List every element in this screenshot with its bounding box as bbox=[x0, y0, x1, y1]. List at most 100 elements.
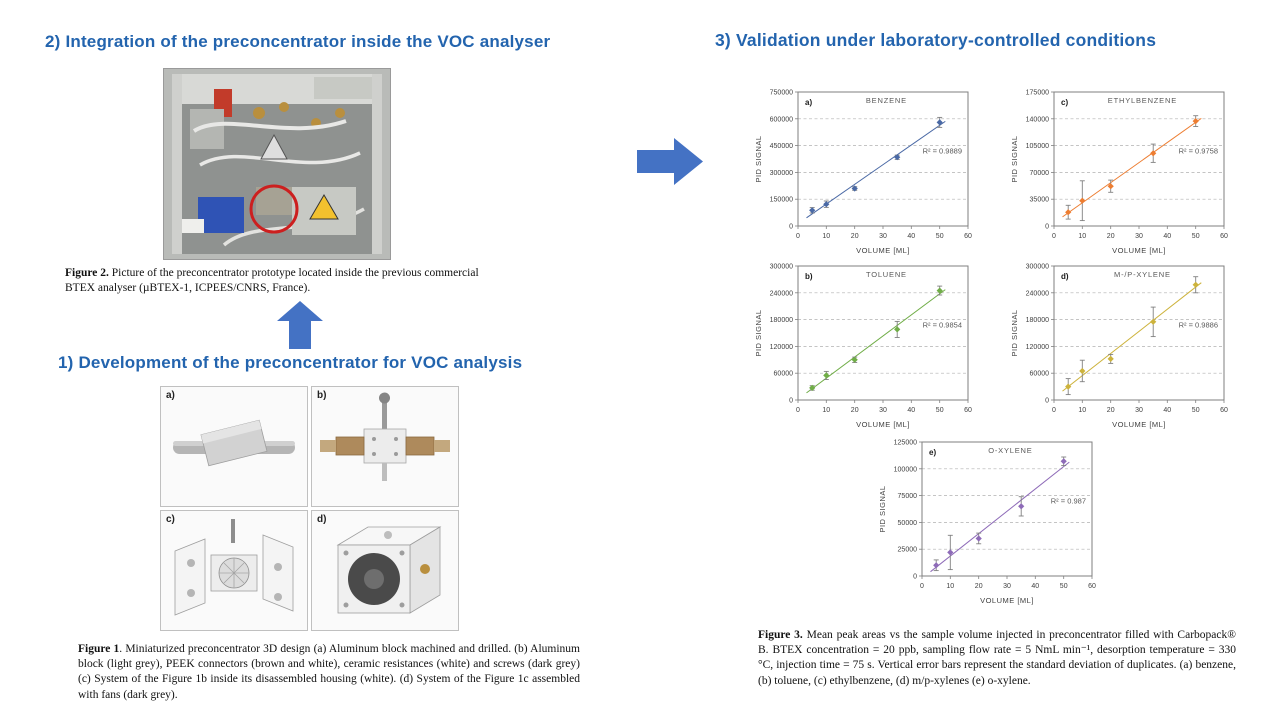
svg-text:PID SIGNAL: PID SIGNAL bbox=[754, 135, 763, 182]
figure1-render: a) b) bbox=[160, 386, 459, 631]
svg-text:25000: 25000 bbox=[898, 547, 918, 554]
disassembled-housing-image bbox=[174, 519, 294, 616]
svg-text:60: 60 bbox=[964, 233, 972, 240]
figure1-panel-c: c) bbox=[160, 510, 308, 631]
figure2-caption-text: Picture of the preconcentrator prototype… bbox=[65, 267, 479, 295]
svg-text:60000: 60000 bbox=[774, 371, 794, 378]
section3-heading: 3) Validation under laboratory-controlle… bbox=[715, 30, 1157, 50]
section2-heading: 2) Integration of the preconcentrator in… bbox=[45, 32, 551, 51]
figure1-caption-label: Figure 1 bbox=[78, 643, 120, 655]
aluminum-block-image bbox=[173, 419, 295, 467]
svg-text:105000: 105000 bbox=[1026, 143, 1049, 150]
section1-heading: 1) Development of the preconcentrator fo… bbox=[58, 353, 523, 372]
svg-text:70000: 70000 bbox=[1030, 170, 1050, 177]
svg-text:40: 40 bbox=[907, 233, 915, 240]
figure3-caption: Figure 3. Mean peak areas vs the sample … bbox=[758, 628, 1236, 689]
svg-text:30: 30 bbox=[1135, 233, 1143, 240]
svg-text:20: 20 bbox=[851, 407, 859, 414]
svg-text:30: 30 bbox=[879, 233, 887, 240]
svg-text:75000: 75000 bbox=[898, 493, 918, 500]
svg-text:PID SIGNAL: PID SIGNAL bbox=[878, 485, 887, 532]
svg-text:10: 10 bbox=[822, 407, 830, 414]
svg-text:60: 60 bbox=[1220, 233, 1228, 240]
figure1-panel-a-label: a) bbox=[166, 390, 175, 401]
svg-text:VOLUME [ML]: VOLUME [ML] bbox=[856, 420, 910, 429]
svg-text:50: 50 bbox=[1060, 583, 1068, 590]
svg-text:b): b) bbox=[805, 272, 813, 281]
figure1-panel-a: a) bbox=[160, 386, 308, 507]
svg-text:50: 50 bbox=[1192, 233, 1200, 240]
svg-text:20: 20 bbox=[1107, 407, 1115, 414]
svg-text:30: 30 bbox=[879, 407, 887, 414]
svg-text:60: 60 bbox=[1088, 583, 1096, 590]
svg-text:50: 50 bbox=[936, 233, 944, 240]
svg-text:30: 30 bbox=[1135, 407, 1143, 414]
svg-text:VOLUME [ML]: VOLUME [ML] bbox=[980, 596, 1034, 605]
svg-text:ETHYLBENZENE: ETHYLBENZENE bbox=[1108, 96, 1177, 105]
svg-text:60000: 60000 bbox=[1030, 371, 1050, 378]
figure1-panel-d-label: d) bbox=[317, 514, 327, 525]
svg-text:R² = 0.9854: R² = 0.9854 bbox=[923, 321, 962, 330]
svg-text:300000: 300000 bbox=[770, 264, 793, 271]
svg-text:240000: 240000 bbox=[770, 290, 793, 297]
svg-text:M-/P-XYLENE: M-/P-XYLENE bbox=[1114, 270, 1171, 279]
figure1-panel-d: d) bbox=[311, 510, 459, 631]
figure2-caption: Figure 2. Picture of the preconcentrator… bbox=[65, 266, 493, 296]
svg-text:VOLUME [ML]: VOLUME [ML] bbox=[1112, 246, 1166, 255]
svg-text:0: 0 bbox=[796, 407, 800, 414]
svg-text:BENZENE: BENZENE bbox=[866, 96, 907, 105]
svg-text:180000: 180000 bbox=[1026, 317, 1049, 324]
svg-text:10: 10 bbox=[946, 583, 954, 590]
svg-text:PID SIGNAL: PID SIGNAL bbox=[754, 309, 763, 356]
svg-text:0: 0 bbox=[789, 398, 793, 405]
figure2-caption-label: Figure 2. bbox=[65, 267, 109, 279]
svg-text:0: 0 bbox=[920, 583, 924, 590]
svg-text:35000: 35000 bbox=[1030, 197, 1050, 204]
figure1-caption-text: . Miniaturized preconcentrator 3D design… bbox=[78, 643, 580, 701]
svg-text:R² = 0.9889: R² = 0.9889 bbox=[923, 147, 962, 156]
svg-text:e): e) bbox=[929, 448, 936, 457]
svg-text:750000: 750000 bbox=[770, 90, 793, 97]
svg-text:R² = 0.987: R² = 0.987 bbox=[1051, 497, 1086, 506]
svg-text:PID SIGNAL: PID SIGNAL bbox=[1010, 309, 1019, 356]
svg-text:0: 0 bbox=[1052, 233, 1056, 240]
svg-text:0: 0 bbox=[1045, 224, 1049, 231]
svg-text:50: 50 bbox=[1192, 407, 1200, 414]
svg-text:60: 60 bbox=[964, 407, 972, 414]
svg-text:d): d) bbox=[1061, 272, 1069, 281]
svg-text:300000: 300000 bbox=[770, 170, 793, 177]
figure3-caption-label: Figure 3. bbox=[758, 629, 803, 641]
svg-text:R² = 0.9886: R² = 0.9886 bbox=[1179, 321, 1218, 330]
figure1-panel-c-label: c) bbox=[166, 514, 175, 525]
svg-text:0: 0 bbox=[789, 224, 793, 231]
svg-text:120000: 120000 bbox=[1026, 344, 1049, 351]
svg-text:PID SIGNAL: PID SIGNAL bbox=[1010, 135, 1019, 182]
svg-text:50: 50 bbox=[936, 407, 944, 414]
svg-text:VOLUME [ML]: VOLUME [ML] bbox=[856, 246, 910, 255]
figure3-caption-text: Mean peak areas vs the sample volume inj… bbox=[758, 629, 1236, 687]
svg-text:0: 0 bbox=[796, 233, 800, 240]
svg-text:0: 0 bbox=[913, 574, 917, 581]
svg-text:40: 40 bbox=[1031, 583, 1039, 590]
svg-text:R² = 0.9758: R² = 0.9758 bbox=[1179, 147, 1218, 156]
figure1-panel-b-label: b) bbox=[317, 390, 327, 401]
svg-text:180000: 180000 bbox=[770, 317, 793, 324]
figure1-panel-b: b) bbox=[311, 386, 459, 507]
svg-text:30: 30 bbox=[1003, 583, 1011, 590]
svg-text:O-XYLENE: O-XYLENE bbox=[988, 446, 1032, 455]
up-arrow-icon bbox=[277, 301, 323, 349]
svg-text:0: 0 bbox=[1052, 407, 1056, 414]
analyser-internals-image bbox=[164, 69, 390, 259]
svg-text:600000: 600000 bbox=[770, 116, 793, 123]
svg-text:140000: 140000 bbox=[1026, 116, 1049, 123]
svg-text:50000: 50000 bbox=[898, 520, 918, 527]
svg-text:120000: 120000 bbox=[770, 344, 793, 351]
svg-text:300000: 300000 bbox=[1026, 264, 1049, 271]
figure1-caption: Figure 1. Miniaturized preconcentrator 3… bbox=[78, 642, 580, 703]
svg-text:0: 0 bbox=[1045, 398, 1049, 405]
